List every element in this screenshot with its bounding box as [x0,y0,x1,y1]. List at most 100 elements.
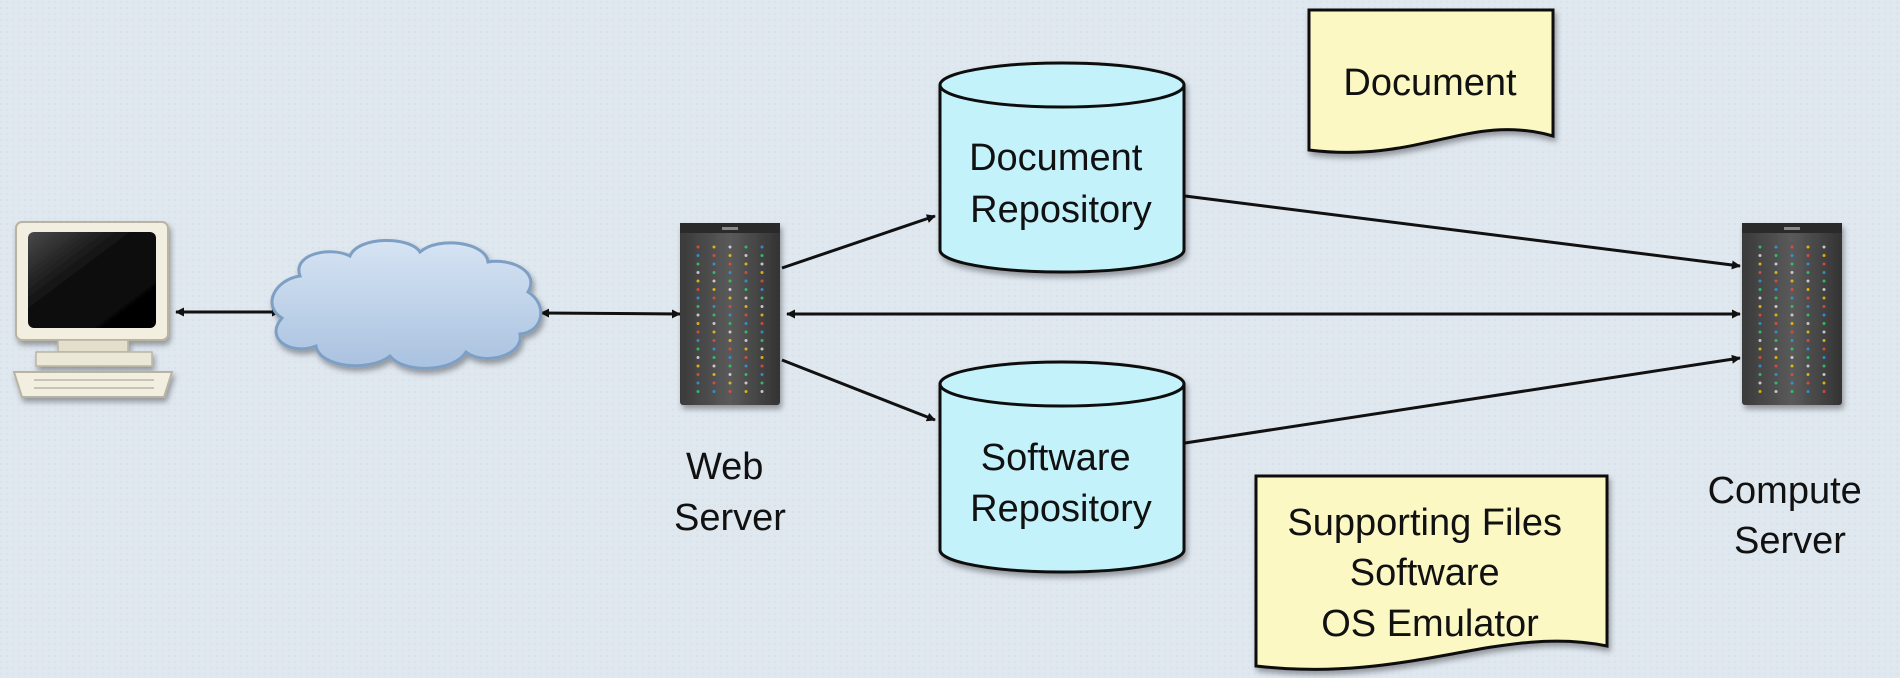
server-led [1774,373,1778,376]
server-led [1758,347,1762,351]
server-led [696,305,700,308]
server-led [712,347,716,351]
server-led [1774,288,1778,291]
server-led [1822,262,1826,266]
server-led [1790,364,1794,368]
arrow-webserver-docrepo [781,214,936,270]
arrow-softrepo-compute [1184,354,1741,445]
server-led [760,381,764,385]
server-led [1806,330,1810,334]
server-led [1758,339,1762,342]
server-led [712,271,716,274]
cloud-icon [270,239,543,370]
server-led [1790,254,1794,257]
server-led [1806,288,1810,291]
server-led [1758,279,1762,283]
server-led [1790,296,1794,300]
server-led [728,373,732,376]
server-led [760,296,764,300]
server-led [1790,381,1794,385]
server-led [1774,339,1778,342]
server-led [760,288,764,291]
server-led [712,305,716,308]
server-led [696,296,700,300]
server-led [1758,296,1762,300]
server-led [1806,279,1810,283]
server-led [728,296,732,300]
server-led [712,262,716,266]
server-led [1758,254,1762,257]
server-led [1822,288,1826,291]
server-led [728,271,732,274]
server-led [696,373,700,376]
server-led [696,339,700,342]
server-led [1822,356,1826,359]
server-led [728,279,732,283]
server-led [1822,390,1826,393]
server-led [1774,390,1778,393]
document-note-label: Document [1343,62,1517,104]
server-led [728,364,732,368]
desktop-computer-icon [12,221,174,398]
server-led [712,356,716,359]
compute-server-label: Compute Server [1708,470,1873,562]
server-led [744,330,748,334]
server-led [1822,381,1826,385]
server-led [712,330,716,334]
server-led [1790,262,1794,266]
server-led [1774,364,1778,368]
web-server-label-line: Server [674,497,786,539]
server-rack-icon [1742,223,1842,405]
server-led [712,390,716,393]
server-led [760,373,764,376]
server-led [1774,347,1778,351]
server-led [1774,262,1778,266]
document-repository-label: Document Repository [969,137,1153,231]
server-led [1806,339,1810,342]
database-cylinder-icon [938,61,1186,274]
server-led [1806,347,1810,351]
server-led [744,322,748,325]
server-led [1758,245,1762,249]
server-led [712,313,716,317]
server-led [712,288,716,291]
server-led [1774,313,1778,317]
server-led [1774,254,1778,257]
server-led [744,364,748,368]
server-led [744,296,748,300]
server-led [1758,373,1762,376]
supporting-files-note-line: Software [1350,552,1500,594]
server-led [728,381,732,385]
server-led [696,271,700,274]
server-led [1790,288,1794,291]
server-led [1822,271,1826,274]
server-led [728,322,732,325]
server-led [1822,347,1826,351]
server-led [1822,330,1826,334]
server-led [744,390,748,393]
server-led [1790,305,1794,308]
server-led [1806,262,1810,266]
server-led [1758,322,1762,325]
server-led [1806,313,1810,317]
server-led [1822,296,1826,300]
server-led [712,279,716,283]
server-led [728,245,732,249]
server-led [1806,381,1810,385]
server-led [744,279,748,283]
server-led [1790,271,1794,274]
server-led [760,313,764,317]
software-repository-label-line: Repository [970,488,1152,530]
server-led [696,313,700,317]
server-led [1822,364,1826,368]
server-led [1806,390,1810,393]
document-icon [1307,8,1555,154]
server-led [728,262,732,266]
server-led [744,373,748,376]
server-led [1774,271,1778,274]
server-led [1774,296,1778,300]
server-led [1806,322,1810,325]
server-led [1758,262,1762,266]
server-led [1806,271,1810,274]
server-led [1774,279,1778,283]
